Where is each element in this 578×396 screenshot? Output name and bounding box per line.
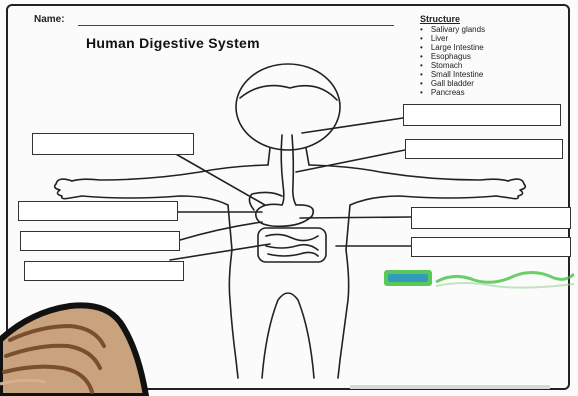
worksheet-image: Name: Human Digestive System Structure S… xyxy=(0,0,578,396)
cartoon-character-overlay xyxy=(0,0,578,396)
